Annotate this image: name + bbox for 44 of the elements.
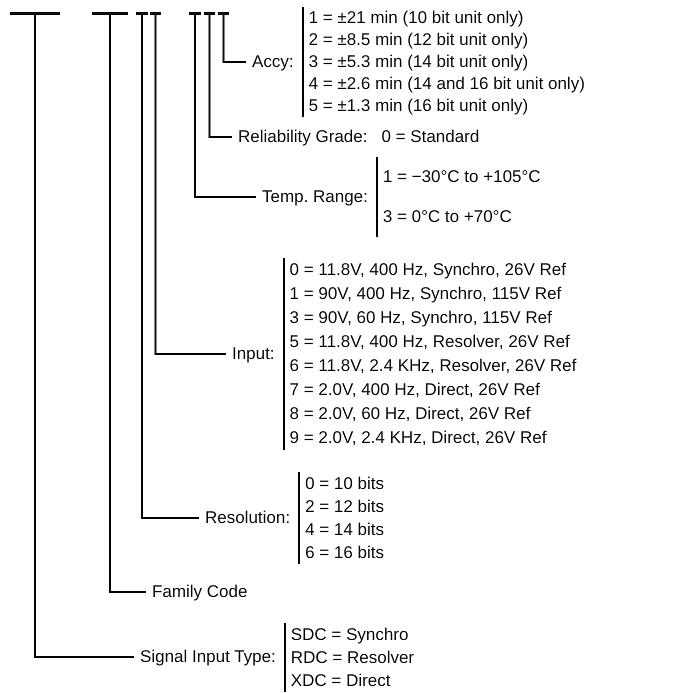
code-value: 1 = −30°C to +105°C xyxy=(382,166,541,188)
field-label: Family Code xyxy=(152,582,248,602)
leader-line xyxy=(141,15,199,519)
code-value: 0 = 11.8V, 400 Hz, Synchro, 26V Ref xyxy=(290,259,567,281)
underline-bar xyxy=(92,12,128,15)
code-value: RDC = Resolver xyxy=(290,646,414,668)
leader-line xyxy=(154,15,226,355)
code-value: 5 = ±1.3 min (16 bit unit only) xyxy=(308,95,530,117)
field-label: Accy: xyxy=(252,52,294,72)
code-value: 5 = 11.8V, 400 Hz, Resolver, 26V Ref xyxy=(290,331,571,353)
underline-bar xyxy=(189,12,201,15)
field-label: Resolution: xyxy=(205,508,290,528)
code-value: 2 = 12 bits xyxy=(305,496,384,518)
code-value: 9 = 2.0V, 2.4 KHz, Direct, 26V Ref xyxy=(290,427,548,449)
code-value: 2 = ±8.5 min (12 bit unit only) xyxy=(308,29,530,51)
code-value: 3 = ±5.3 min (14 bit unit only) xyxy=(308,51,530,73)
field-label: Input: xyxy=(232,344,275,364)
underline-bar xyxy=(204,12,215,15)
field-label: Reliability Grade: xyxy=(238,127,368,147)
code-value: 1 = 90V, 400 Hz, Synchro, 115V Ref xyxy=(290,283,562,305)
code-value: 1 = ±21 min (10 bit unit only) xyxy=(308,7,524,29)
field-label: Signal Input Type: xyxy=(140,647,276,667)
code-value: 7 = 2.0V, 400 Hz, Direct, 26V Ref xyxy=(290,379,541,401)
code-value: 0 = Standard xyxy=(381,127,480,146)
code-value: 0 = 10 bits xyxy=(305,473,384,495)
field-label: Temp. Range: xyxy=(262,187,368,207)
leader-line xyxy=(34,15,134,658)
underline-bar xyxy=(10,12,60,15)
code-value: SDC = Synchro xyxy=(290,624,410,646)
code-value: 6 = 11.8V, 2.4 KHz, Resolver, 26V Ref xyxy=(290,355,576,377)
underline-bar xyxy=(150,12,161,15)
code-value: 4 = 14 bits xyxy=(305,519,384,541)
code-value: XDC = Direct xyxy=(290,670,392,692)
code-value: 4 = ±2.6 min (14 and 16 bit unit only) xyxy=(308,73,585,95)
leader-line xyxy=(208,15,232,138)
underline-bar xyxy=(218,12,229,15)
leader-line xyxy=(194,15,256,198)
code-value: 3 = 90V, 60 Hz, Synchro, 115V Ref xyxy=(290,307,553,329)
code-value: 3 = 0°C to +70°C xyxy=(382,206,513,228)
code-value: 8 = 2.0V, 60 Hz, Direct, 26V Ref xyxy=(290,403,532,425)
code-value: 6 = 16 bits xyxy=(305,542,384,564)
leader-line xyxy=(109,15,146,593)
leader-line xyxy=(222,15,246,63)
underline-bar xyxy=(136,12,148,15)
